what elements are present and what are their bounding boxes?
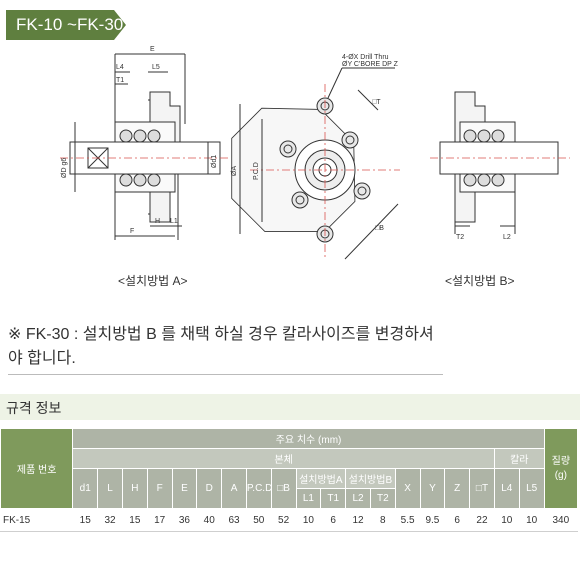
label-l2: L2 xyxy=(503,234,511,241)
col-h: H xyxy=(121,468,148,509)
table-row: FK-15 15 32 15 17 36 40 63 50 52 10 6 12… xyxy=(0,508,579,532)
col-l2: L2 xyxy=(345,488,371,509)
col-l4: L4 xyxy=(493,468,520,509)
cell-h: 15 xyxy=(121,508,148,532)
col-d: D xyxy=(196,468,223,509)
cell-t1: 6 xyxy=(320,508,347,532)
label-l1: L1 xyxy=(170,218,178,225)
col-t: □T xyxy=(469,468,495,509)
section-header: 규격 정보 xyxy=(0,394,580,420)
label-od: ØD g6 xyxy=(61,158,68,178)
label-l4: L4 xyxy=(116,64,124,71)
header-collar: 칼라 xyxy=(493,448,545,469)
label-pcd: P.C.D xyxy=(253,162,260,180)
cell-l2: 12 xyxy=(345,508,371,532)
label-t: □T xyxy=(372,99,381,106)
install-note: ※ FK-30 : 설치방법 B 를 채택 하실 경우 칼라사이즈를 변경하셔야… xyxy=(8,320,443,375)
cell-f: 17 xyxy=(146,508,173,532)
section-title: 규격 정보 xyxy=(6,400,62,416)
label-drill: 4-ØX Drill Thru xyxy=(342,54,389,61)
cell-pcd: 50 xyxy=(245,508,272,532)
technical-drawing: E L4 T1 L5 ØD g6 Ød1 F H L1 4-ØX Drill T… xyxy=(60,46,570,260)
label-t1: T1 xyxy=(116,77,124,84)
col-a: A xyxy=(221,468,247,509)
cell-y: 9.5 xyxy=(419,508,446,532)
header-install-b: 설치방법B xyxy=(345,468,396,489)
cell-t: 22 xyxy=(469,508,495,532)
view-a-drawing xyxy=(60,53,230,240)
label-a: ØA xyxy=(231,166,238,176)
col-d1: d1 xyxy=(72,468,99,509)
col-y: Y xyxy=(419,468,446,509)
section-title-tag: FK-10 ~FK-30 xyxy=(6,10,126,40)
header-main-dims: 주요 치수 (mm) xyxy=(72,428,545,449)
col-f: F xyxy=(146,468,173,509)
cell-l5: 10 xyxy=(518,508,545,532)
label-cbore: ØY C'BORE DP Z xyxy=(342,61,399,68)
caption-install-b: <설치방법 B> xyxy=(445,274,515,288)
cell-x: 5.5 xyxy=(394,508,421,532)
cell-a: 63 xyxy=(221,508,247,532)
cell-z: 6 xyxy=(444,508,471,532)
cell-mass: 340 xyxy=(543,508,579,532)
col-l5: L5 xyxy=(518,468,545,509)
front-view-drawing xyxy=(231,67,400,260)
label-l5: L5 xyxy=(152,64,160,71)
cell-l4: 10 xyxy=(493,508,520,532)
cell-l1: 10 xyxy=(295,508,322,532)
header-product: 제품 번호 xyxy=(0,428,74,509)
caption-install-a: <설치방법 A> xyxy=(118,274,188,288)
label-h: H xyxy=(155,218,160,225)
col-b: □B xyxy=(270,468,297,509)
header-install-a: 설치방법A xyxy=(295,468,347,489)
cell-b: 52 xyxy=(270,508,297,532)
spec-table: 제품 번호 주요 치수 (mm) 질량 (g) 본체 칼라 d1 L H F E… xyxy=(0,428,579,532)
col-x: X xyxy=(394,468,421,509)
label-b: □B xyxy=(375,225,384,232)
label-e: E xyxy=(150,46,155,53)
cell-l: 32 xyxy=(97,508,123,532)
cell-e: 36 xyxy=(171,508,198,532)
col-t2: T2 xyxy=(369,488,396,509)
col-pcd: P.C.D xyxy=(245,468,272,509)
cell-d1: 15 xyxy=(72,508,99,532)
col-e: E xyxy=(171,468,198,509)
view-b-drawing xyxy=(430,91,570,234)
header-mass: 질량 (g) xyxy=(543,428,579,509)
col-t1: T1 xyxy=(320,488,347,509)
cell-product: FK-15 xyxy=(0,508,74,532)
col-l1: L1 xyxy=(295,488,322,509)
label-d1: Ød1 xyxy=(211,155,218,168)
col-z: Z xyxy=(444,468,471,509)
col-l: L xyxy=(97,468,123,509)
header-body: 본체 xyxy=(72,448,495,469)
cell-d: 40 xyxy=(196,508,223,532)
cell-t2: 8 xyxy=(369,508,396,532)
label-t2: T2 xyxy=(456,234,464,241)
label-f: F xyxy=(130,228,134,235)
